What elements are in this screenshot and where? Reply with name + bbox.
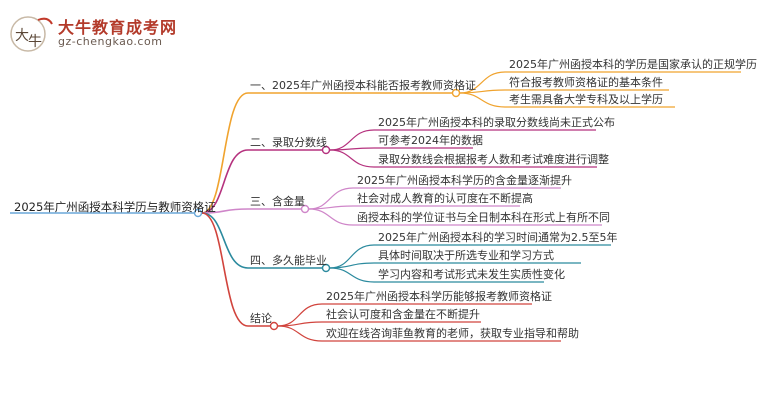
site-logo[interactable]: 大 牛 大牛教育成考网 gz-chengkao.com	[8, 14, 178, 54]
leaf-label: 2025年广州函授本科学历能够报考教师资格证	[326, 290, 552, 303]
leaf-connector	[277, 325, 323, 342]
branch-connector	[201, 212, 249, 327]
leaf-label: 2025年广州函授本科的录取分数线尚未正式公布	[378, 116, 615, 129]
leaf-label: 社会对成人教育的认可度在不断提高	[357, 192, 533, 205]
leaf-label: 2025年广州函授本科的学历是国家承认的正规学历	[509, 58, 757, 71]
logo-mascot-icon: 大 牛	[10, 16, 53, 52]
leaf-connector	[329, 267, 375, 283]
leaf-label: 欢迎在线咨询菲鱼教育的老师，获取专业指导和帮助	[326, 327, 579, 340]
svg-text:牛: 牛	[28, 34, 42, 50]
leaf-connector	[329, 149, 375, 168]
branch-connector-dot	[451, 88, 461, 98]
branch-label: 二、录取分数线	[250, 136, 327, 149]
leaf-label: 可参考2024年的数据	[378, 134, 483, 147]
leaf-connector	[459, 92, 506, 108]
branch-label: 一、2025年广州函授本科能否报考教师资格证	[250, 79, 476, 92]
brand-name-cn: 大牛教育成考网	[58, 18, 178, 37]
leaf-label: 具体时间取决于所选专业和学习方式	[378, 249, 554, 262]
leaf-connector	[308, 208, 354, 226]
leaf-label: 2025年广州函授本科学历的含金量逐渐提升	[357, 174, 572, 187]
branch-connector-dot	[269, 321, 279, 331]
leaf-label: 录取分数线会根据报考人数和考试难度进行调整	[378, 153, 609, 166]
branch-label: 三、含金量	[250, 195, 305, 208]
leaf-label: 函授本科的学位证书与全日制本科在形式上有所不同	[357, 211, 610, 224]
brand-name-en: gz-chengkao.com	[58, 35, 163, 48]
branch-connector	[201, 208, 249, 214]
leaf-connector	[329, 262, 375, 269]
branch-connector	[201, 212, 249, 269]
branch-connector-dot	[321, 145, 331, 155]
root-connector-dot	[193, 208, 203, 218]
leaf-connector	[308, 205, 354, 210]
leaf-label: 学习内容和考试形式未发生实质性变化	[378, 268, 565, 281]
leaf-label: 考生需具备大学专科及以上学历	[509, 93, 663, 106]
leaf-connector	[277, 321, 323, 327]
branch-label: 四、多久能毕业	[250, 254, 327, 267]
leaf-connector	[329, 129, 375, 151]
leaf-label: 社会认可度和含金量在不断提升	[326, 308, 480, 321]
leaf-label: 符合报考教师资格证的基本条件	[509, 76, 663, 89]
branch-label: 结论	[250, 312, 272, 325]
svg-text:大: 大	[15, 28, 29, 44]
leaf-connector	[329, 244, 375, 269]
branch-connector-dot	[300, 204, 310, 214]
branch-connector	[201, 92, 249, 214]
leaf-label: 2025年广州函授本科的学习时间通常为2.5至5年	[378, 231, 618, 244]
branch-connector-dot	[321, 263, 331, 273]
branch-connector	[201, 149, 249, 214]
root-node-label: 2025年广州函授本科学历与教师资格证	[14, 200, 216, 214]
